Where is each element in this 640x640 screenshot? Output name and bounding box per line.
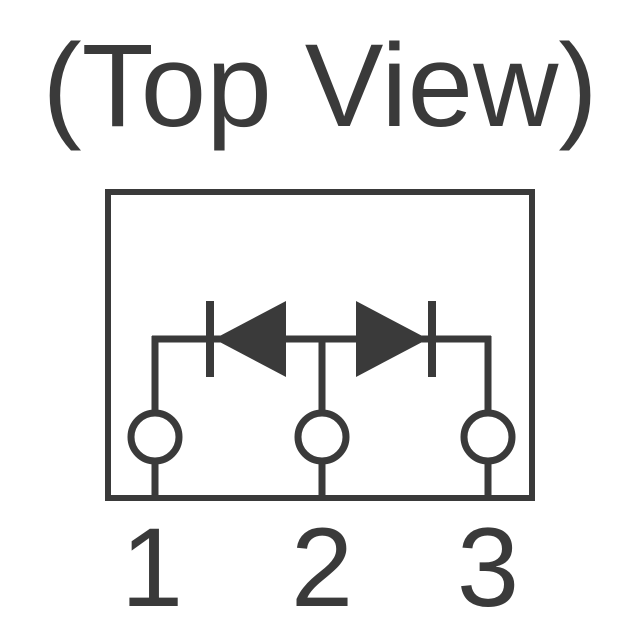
- right-diode-triangle: [356, 301, 428, 377]
- left-diode-triangle: [214, 301, 286, 377]
- right-diode: [356, 301, 436, 377]
- pin3-terminal: [460, 409, 516, 465]
- left-diode: [206, 301, 286, 377]
- pin-label-2: 2: [291, 505, 353, 630]
- view-title: (Top View): [42, 20, 597, 152]
- pin-label-1: 1: [121, 505, 183, 630]
- pin-label-3: 3: [457, 505, 519, 630]
- pin2-terminal: [294, 409, 350, 465]
- pin1-terminal: [127, 409, 183, 465]
